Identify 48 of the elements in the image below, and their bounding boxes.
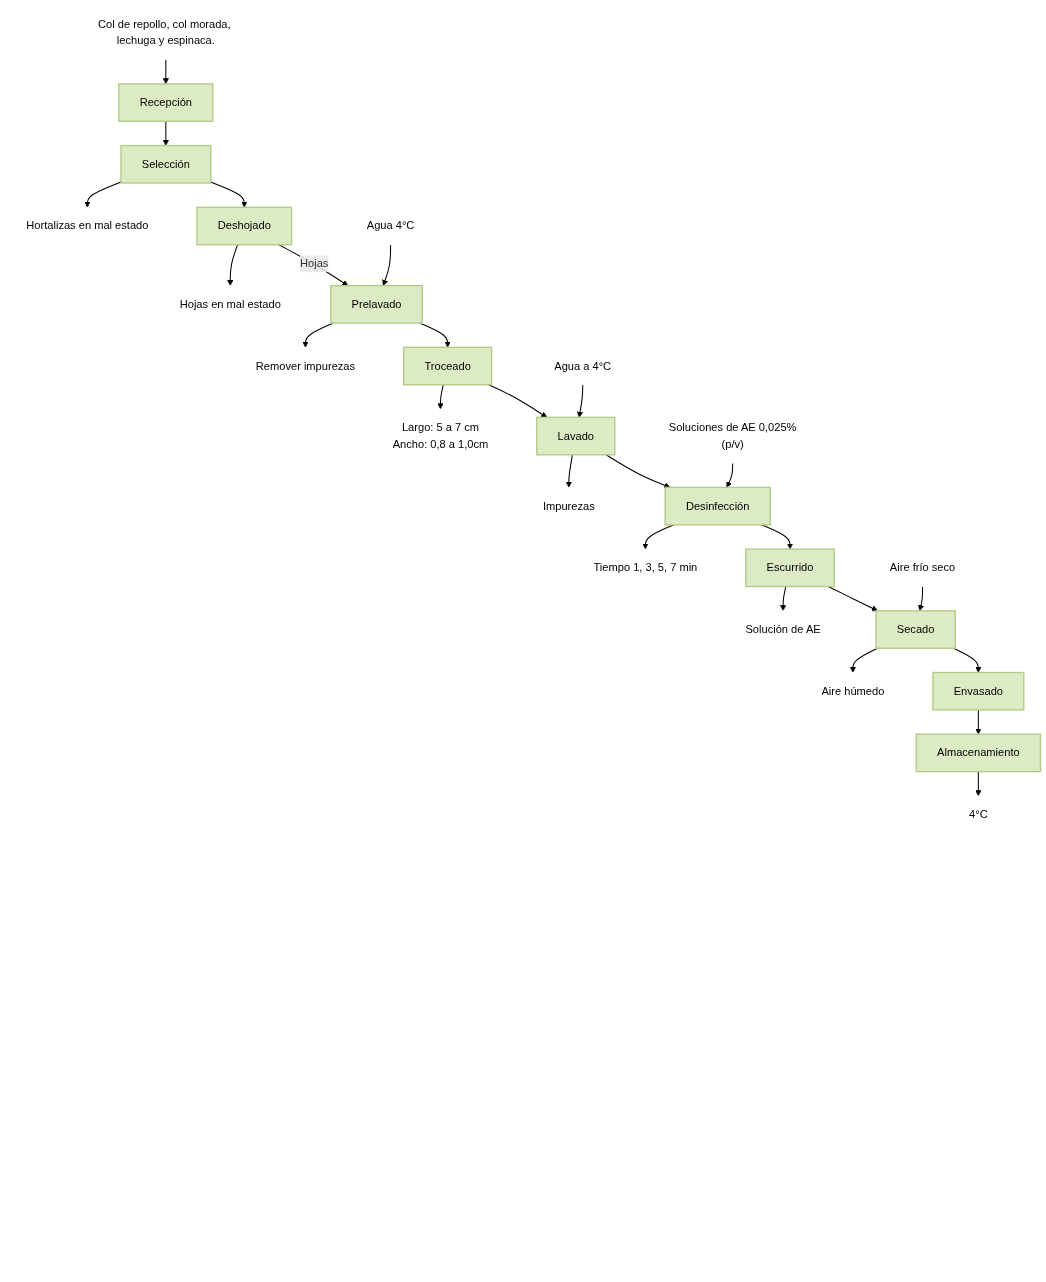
arrow	[849, 647, 879, 673]
arrow	[726, 462, 734, 488]
node-text: Agua 4°C	[366, 219, 415, 232]
node-box: Escurrido	[745, 548, 835, 588]
node-box: Envasado	[932, 671, 1025, 711]
arrow	[565, 454, 573, 488]
arrow	[302, 322, 334, 348]
node-box: Almacenamiento	[915, 733, 1042, 773]
arrow	[162, 59, 169, 85]
arrow	[488, 384, 548, 418]
node-text: Soluciones de AE 0,025%(p/v)	[668, 421, 797, 450]
arrow	[918, 586, 924, 612]
node-box: Recepción	[118, 83, 214, 122]
arrow	[278, 244, 349, 286]
node-box: Selección	[120, 144, 212, 184]
arrow	[162, 120, 169, 146]
arrow	[780, 586, 787, 612]
arrow	[761, 524, 794, 550]
arrow	[577, 384, 584, 418]
node-text: Tiempo 1, 3, 5, 7 min	[593, 561, 698, 574]
node-text: Largo: 5 a 7 cm Ancho: 0,8 a 1,0cm	[392, 421, 489, 450]
node-box: Desinfección	[664, 486, 771, 526]
edge-label: Hojas	[300, 257, 329, 270]
node-box: Deshojado	[196, 206, 293, 246]
arrow	[210, 181, 248, 208]
node-text: Aire húmedo	[821, 684, 885, 697]
node-box: Troceado	[402, 346, 493, 386]
node-box: Secado	[875, 610, 956, 649]
node-text: Impurezas	[542, 499, 595, 512]
arrow	[84, 181, 122, 208]
node-box: Prelavado	[330, 284, 423, 324]
node-text: Col de repollo, col morada, lechuga y espinaca.	[98, 18, 231, 47]
arrow	[975, 709, 982, 735]
node-box: Lavado	[536, 416, 616, 456]
arrow	[953, 647, 982, 673]
arrow	[827, 586, 878, 612]
node-text: 4°C	[969, 808, 988, 821]
node-text: Solución de AE	[745, 623, 821, 636]
node-text: Remover impurezas	[255, 359, 356, 372]
arrow	[227, 244, 239, 286]
node-text: Hortalizas en mal estado	[26, 219, 149, 232]
arrow	[437, 384, 444, 410]
node-text: Aire frío seco	[889, 561, 956, 574]
arrow	[605, 454, 671, 489]
arrow	[382, 244, 392, 286]
arrow	[975, 771, 982, 797]
node-text: Hojas en mal estado	[179, 298, 281, 310]
node-text: Agua a 4°C	[554, 359, 612, 372]
